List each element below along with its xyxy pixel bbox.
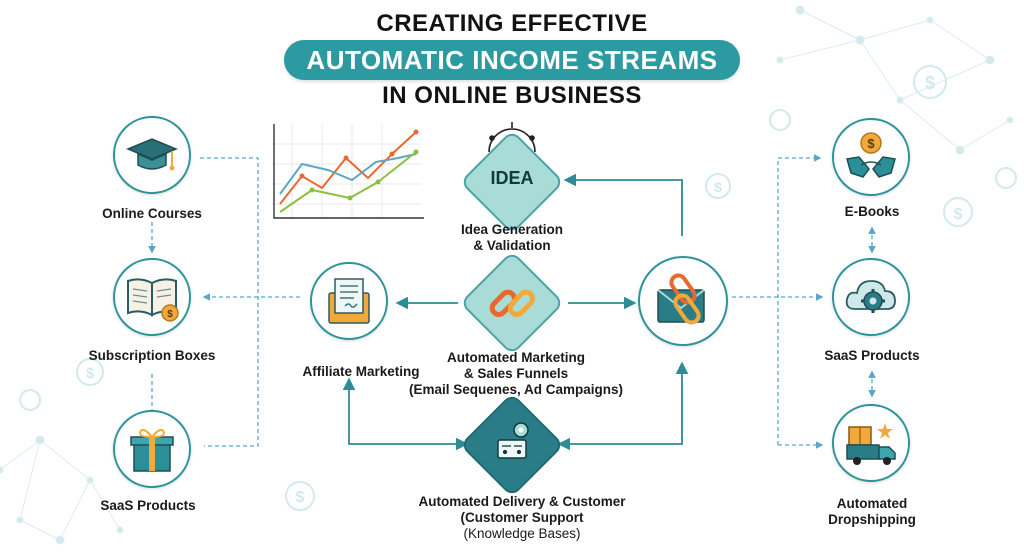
right-connectors (732, 154, 876, 449)
svg-text:$: $ (86, 365, 95, 382)
growth-line-chart (272, 124, 424, 219)
svg-text:$: $ (954, 206, 963, 223)
funnels-label-line-2: & Sales Funnels (463, 366, 569, 381)
lightbulb-ring-icon (488, 122, 536, 153)
title-line-3: IN ONLINE BUSINESS (382, 82, 642, 109)
delivery-box-icon (497, 422, 529, 459)
ebooks-circle: $ (832, 118, 910, 196)
chain-link-icon (489, 289, 535, 317)
email-chain-icon (657, 273, 705, 325)
svg-text:$: $ (925, 73, 935, 93)
affiliate-label: Affiliate Marketing (302, 364, 420, 379)
svg-text:$: $ (167, 309, 173, 320)
idea-label: Idea Generation & Validation (461, 222, 563, 254)
right-label-1: E-Books (844, 204, 900, 219)
graduation-cap-icon (126, 138, 178, 171)
left-connectors (148, 157, 300, 447)
delivery-label-line-3: (Knowledge Bases) (463, 526, 581, 541)
email-link-circle (638, 256, 728, 346)
left-label-2: Subscription Boxes (88, 348, 216, 363)
delivery-label-line-1: Automated Delivery & Customer (418, 494, 626, 509)
center-connectors (342, 173, 689, 451)
document-folder-icon (328, 278, 370, 324)
subscription-boxes-circle: $ (113, 258, 191, 336)
open-book-icon: $ (127, 278, 179, 322)
saas-products-circle-right (832, 258, 910, 336)
svg-text:$: $ (296, 489, 305, 506)
delivery-label: Automated Delivery & Customer (Customer … (418, 494, 625, 542)
svg-text:$: $ (867, 136, 875, 151)
delivery-truck-icon (846, 423, 896, 465)
right-label-3: Automated Dropshipping (828, 496, 916, 528)
left-label-3: SaaS Products (100, 498, 196, 513)
saas-products-circle-left (113, 410, 191, 488)
right-label-3-line-1: Automated (836, 496, 908, 511)
gift-box-icon (130, 428, 174, 472)
right-label-2: SaaS Products (824, 348, 920, 363)
title-line-1: CREATING EFFECTIVE (376, 10, 648, 37)
coin-hands-icon: $ (846, 132, 896, 178)
affiliate-marketing-circle (310, 262, 388, 340)
cloud-gear-icon (845, 280, 896, 313)
online-courses-circle (113, 116, 191, 194)
funnels-label-line-3: (Email Sequenes, Ad Campaigns) (408, 382, 624, 397)
idea-text: IDEA (490, 168, 534, 188)
funnels-label-line-1: Automated Marketing (446, 350, 585, 365)
funnels-label: Automated Marketing & Sales Funnels (Ema… (409, 350, 623, 398)
idea-label-line-1: Idea Generation (460, 222, 564, 237)
dropshipping-circle (832, 404, 910, 482)
svg-text:$: $ (714, 179, 722, 195)
idea-label-line-2: & Validation (473, 238, 551, 253)
network-decoration (0, 435, 124, 545)
right-label-3-line-2: Dropshipping (828, 512, 916, 527)
delivery-label-line-2: (Customer Support (460, 510, 584, 525)
dollar-coin-icon (19, 65, 1017, 511)
title-highlight: AUTOMATIC INCOME STREAMS (284, 40, 740, 80)
left-label-1: Online Courses (102, 206, 202, 221)
